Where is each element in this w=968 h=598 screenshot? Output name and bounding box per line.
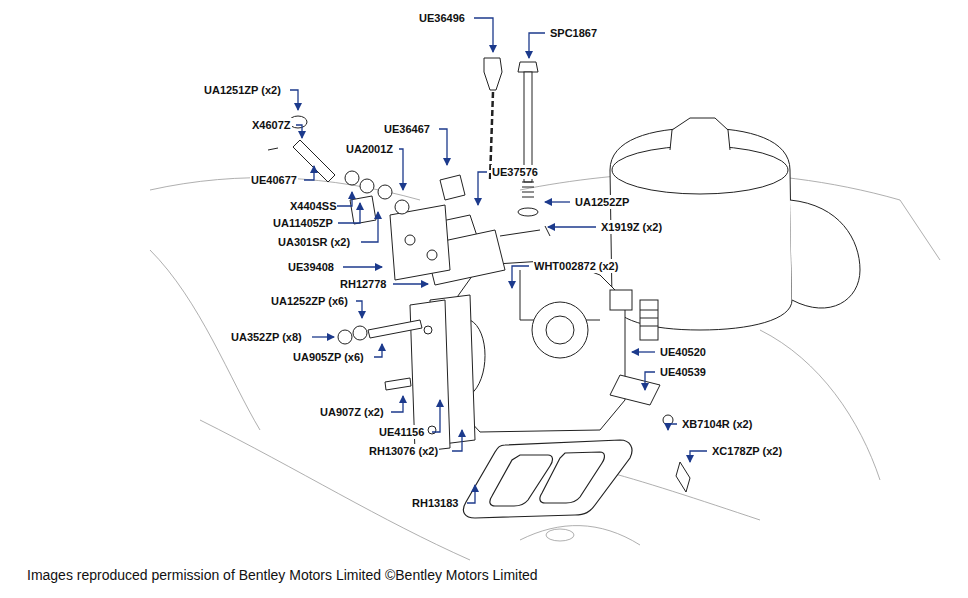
part-number: RH13183: [411, 496, 459, 510]
part-number: UA905ZP (x6): [292, 350, 365, 364]
part-number: UA1251ZP (x2): [203, 83, 282, 97]
part-number: UA907Z (x2): [319, 405, 385, 419]
part-number: UA1252ZP (x6): [270, 294, 349, 308]
part-number: XC178ZP (x2): [711, 444, 783, 458]
part-number: UA2001Z: [345, 142, 394, 156]
part-number: UA1252ZP: [574, 195, 630, 209]
part-number: UE37576: [491, 165, 539, 179]
part-number: WHT002872 (x2): [533, 259, 619, 273]
copyright-caption: Images reproduced permission of Bentley …: [27, 566, 538, 584]
part-number: X4404SS: [289, 199, 337, 213]
part-number: UA11405ZP: [272, 216, 334, 230]
part-number: X1919Z (x2): [600, 220, 663, 234]
part-number: RH12778: [339, 277, 387, 291]
part-number: UE40677: [250, 173, 298, 187]
part-number: UA352ZP (x8): [230, 330, 303, 344]
part-number: UE36496: [418, 11, 466, 25]
part-number: SPC1867: [549, 26, 598, 40]
part-number: XB7104R (x2): [681, 417, 753, 431]
part-number: X4607Z: [251, 118, 292, 132]
part-number: UE40539: [659, 365, 707, 379]
part-number: UE36467: [383, 122, 431, 136]
part-number: UE39408: [287, 260, 335, 274]
part-number: UE40520: [659, 345, 707, 359]
part-number: UE41156: [378, 425, 425, 439]
part-number: RH13076 (x2): [368, 444, 439, 458]
part-number: UA301SR (x2): [277, 235, 351, 249]
